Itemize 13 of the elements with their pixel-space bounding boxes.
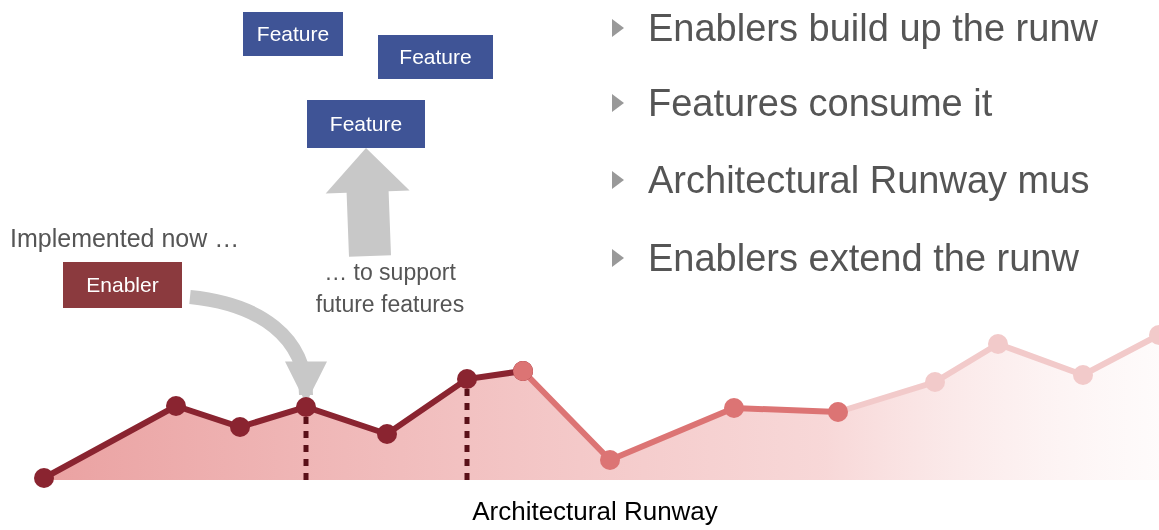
bullet-text: Features consume it bbox=[648, 81, 993, 125]
bullet-text: Architectural Runway mus bbox=[648, 158, 1090, 202]
feature-box: Feature bbox=[378, 35, 493, 79]
feature-box: Feature bbox=[243, 12, 343, 56]
note-text: … to support future features bbox=[292, 256, 488, 324]
note-text: Implemented now … bbox=[10, 224, 240, 253]
block-arrow bbox=[325, 148, 410, 257]
bullet-text: Enablers build up the runw bbox=[648, 6, 1098, 50]
axis-caption: Architectural Runway bbox=[472, 496, 718, 526]
bullet-text: Enablers extend the runw bbox=[648, 236, 1079, 280]
feature-box: Feature bbox=[307, 100, 425, 148]
enabler-box: Enabler bbox=[63, 262, 182, 308]
runway-point bbox=[296, 397, 316, 417]
